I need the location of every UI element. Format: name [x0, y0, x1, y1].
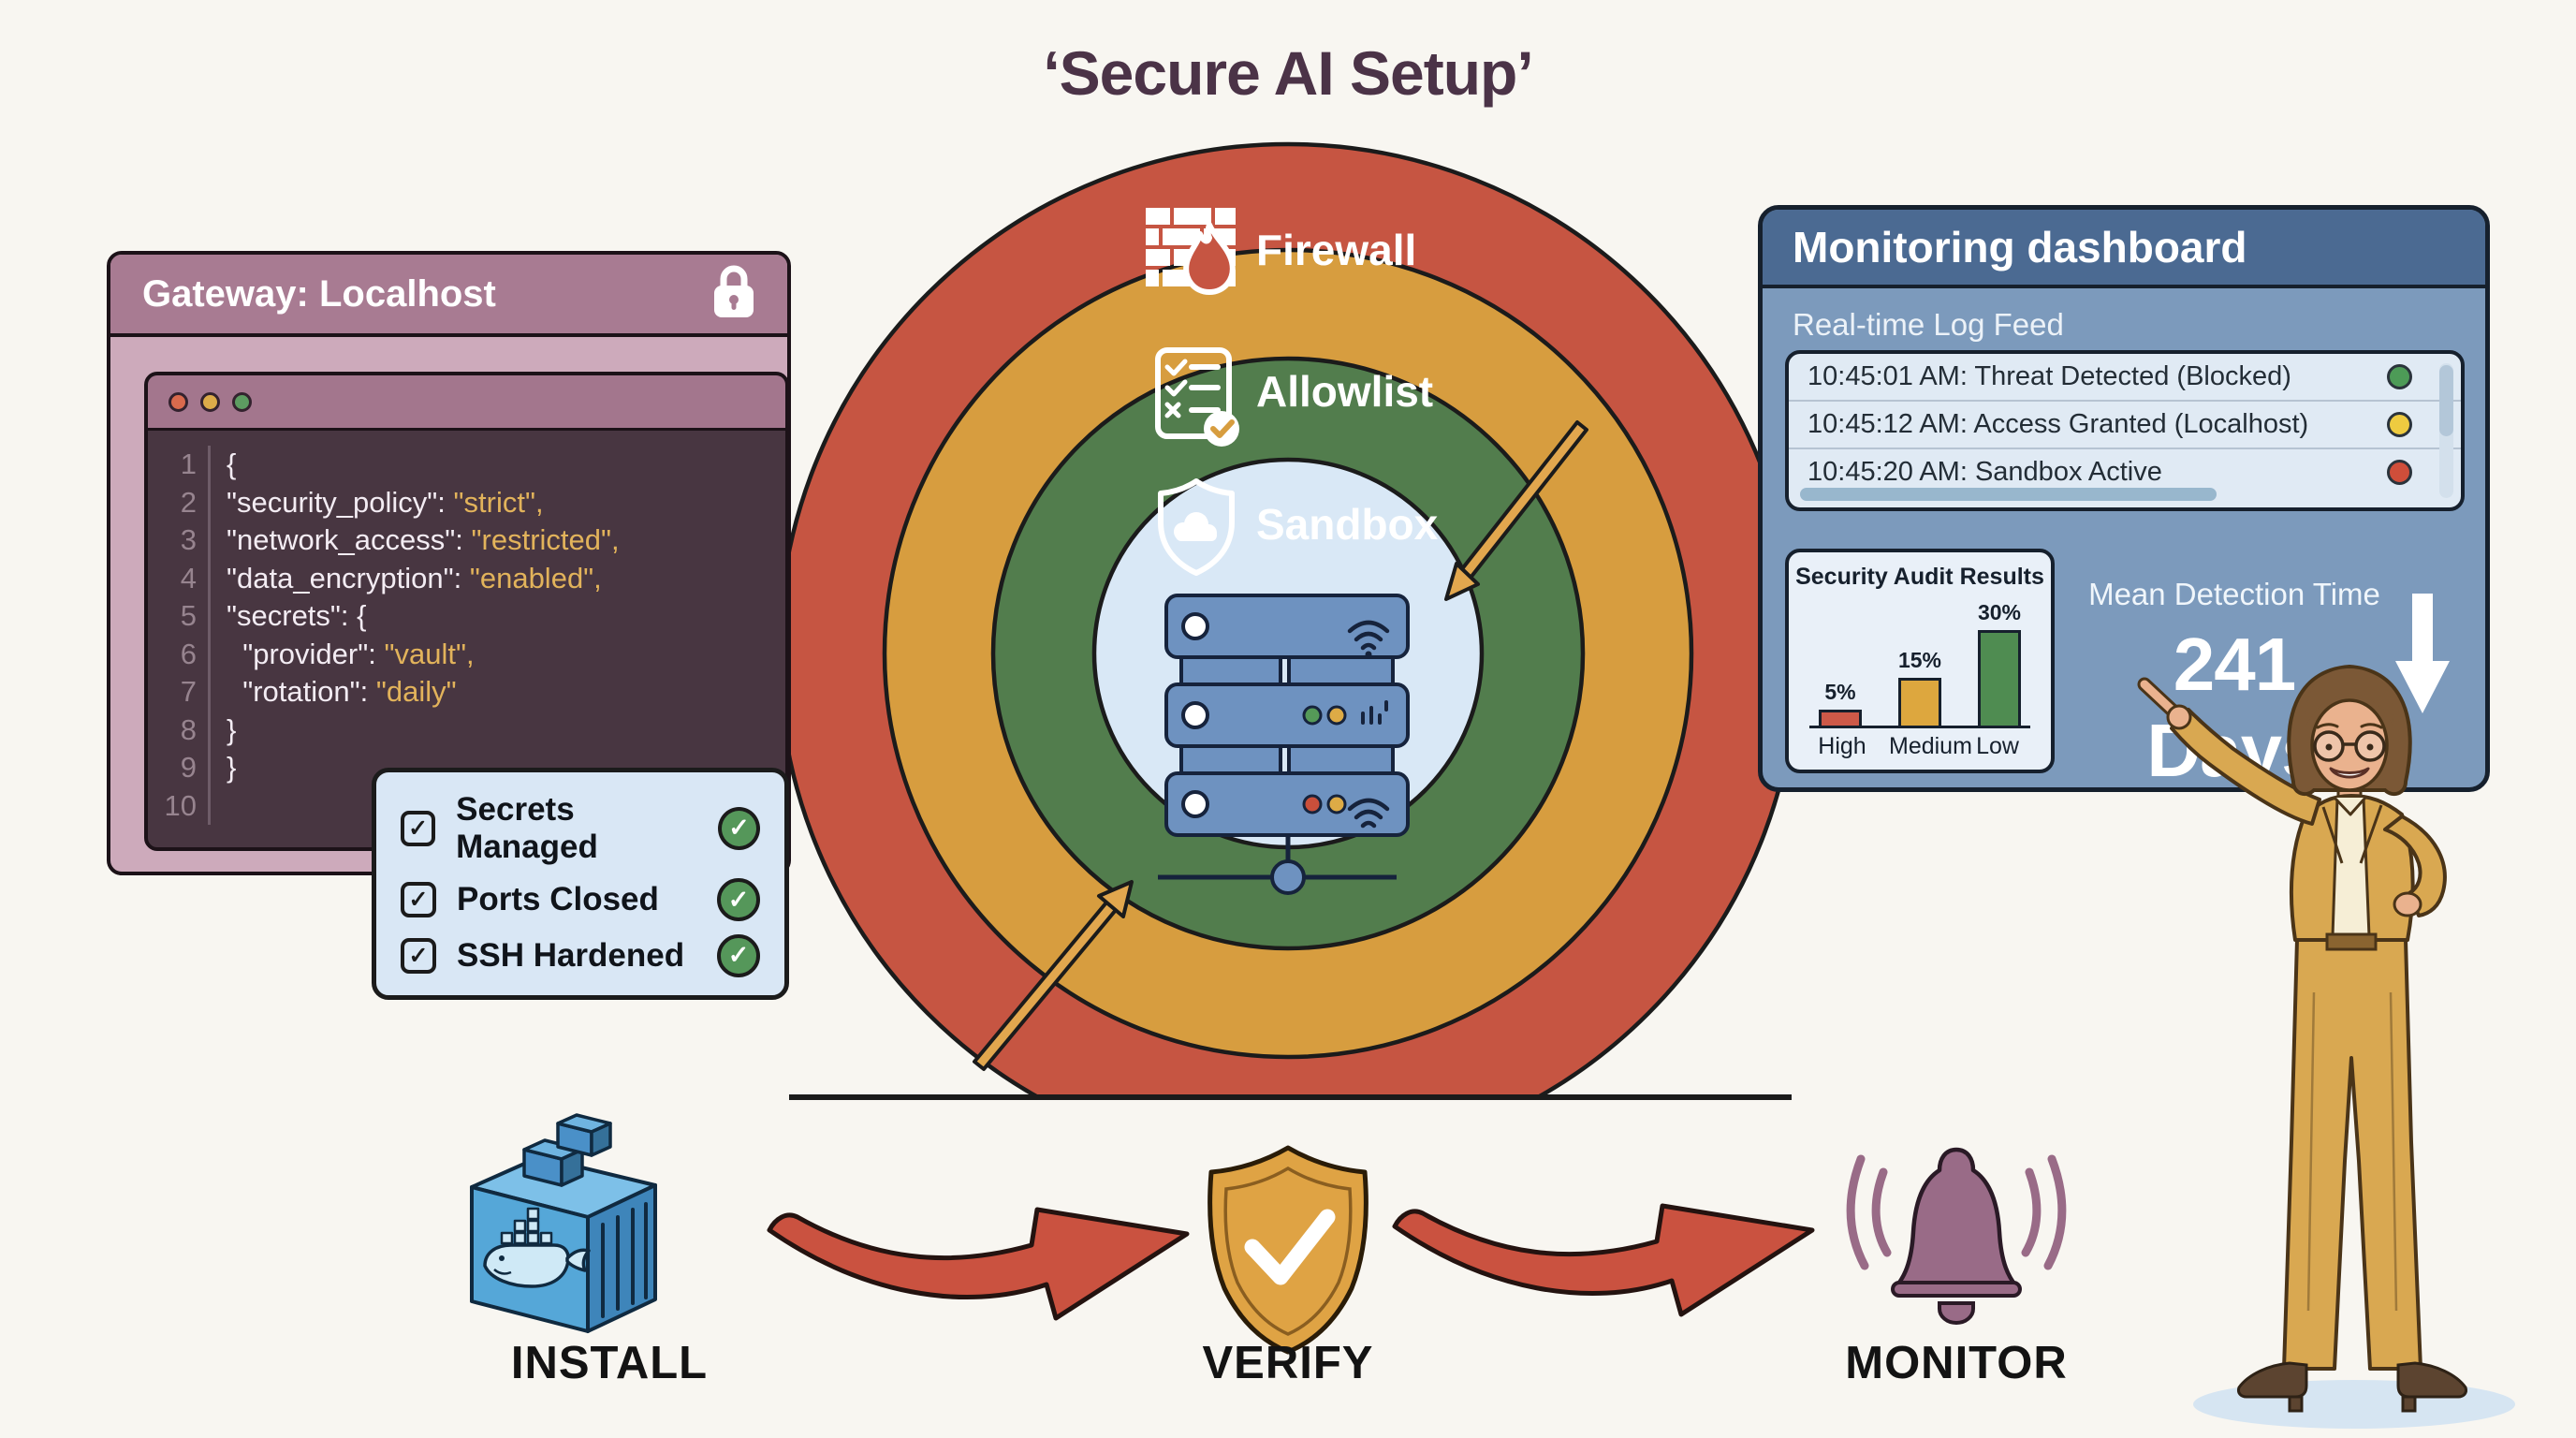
page-title: ‘Secure AI Setup’ — [1043, 38, 1533, 108]
vertical-scrollbar-thumb[interactable] — [2439, 365, 2453, 436]
audit-title: Security Audit Results — [1795, 564, 2044, 590]
code-line: 1{ — [148, 446, 785, 484]
log-text: 10:45:01 AM: Threat Detected (Blocked) — [1808, 361, 2291, 391]
log-row: 10:45:12 AM: Access Granted (Localhost) — [1789, 402, 2461, 449]
status-dot-yellow — [2387, 412, 2412, 437]
code-line: 8} — [148, 711, 785, 749]
ingress-arrow-lower — [973, 880, 1134, 1071]
bar-low: 30% — [1970, 600, 2028, 726]
sandbox-shield-icon — [1158, 478, 1235, 576]
checklist-item: ✓ Ports Closed ✓ — [401, 878, 760, 921]
axis-label-high: High — [1818, 733, 1866, 759]
bar-value-label: 30% — [1977, 600, 2022, 624]
bar-value-label: 15% — [1897, 648, 1942, 672]
wifi-icon — [1347, 620, 1390, 651]
firewall-label: Firewall — [1256, 226, 1416, 274]
mean-detection-value: 241 Days — [2146, 623, 2322, 792]
pipeline-arrow-1 — [767, 1207, 1190, 1321]
lock-icon — [712, 265, 755, 324]
stage-label-monitor: MONITOR — [1845, 1338, 2068, 1388]
code-titlebar — [148, 375, 785, 431]
log-row: 10:45:20 AM: Sandbox Active — [1789, 449, 2461, 495]
docker-whale-icon — [483, 1207, 591, 1288]
checklist-label: Ports Closed — [457, 881, 659, 917]
pass-badge-icon: ✓ — [718, 806, 760, 850]
log-row: 10:45:01 AM: Threat Detected (Blocked) — [1789, 354, 2461, 402]
checkbox-checked[interactable]: ✓ — [401, 882, 436, 917]
code-line: 3"network_access": "restricted", — [148, 521, 785, 560]
status-led-yellow-2 — [1326, 794, 1347, 814]
security-checklist-panel: ✓ Secrets Managed ✓ ✓ Ports Closed ✓ ✓ S… — [372, 768, 789, 1000]
code-line: 5"secrets": { — [148, 597, 785, 636]
code-line: 2"security_policy": "strict", — [148, 483, 785, 521]
code-line: 10 — [148, 786, 785, 825]
shield-check-icon — [1208, 1145, 1368, 1355]
dashboard-title: Monitoring dashboard — [1793, 223, 2247, 271]
checklist-label: SSH Hardened — [457, 936, 685, 974]
status-led-green — [1302, 705, 1323, 726]
minimize-button[interactable] — [200, 391, 220, 412]
code-line: 4"data_encryption": "enabled", — [148, 559, 785, 597]
audit-bar-chart: 5% 15% 30% — [1809, 600, 2030, 728]
code-line: 6 "provider": "vault", — [148, 635, 785, 673]
axis-label-low: Low — [1976, 733, 2019, 759]
pipeline-arrow-2 — [1395, 1206, 1812, 1314]
status-dot-red — [2387, 460, 2412, 485]
stage-label-install: INSTALL — [510, 1338, 709, 1388]
checklist-item: ✓ Secrets Managed ✓ — [401, 791, 760, 866]
gateway-title: Gateway: Localhost — [142, 272, 496, 315]
log-text: 10:45:20 AM: Sandbox Active — [1808, 457, 2162, 487]
maximize-button[interactable] — [232, 391, 252, 412]
status-led-yellow — [1326, 705, 1347, 726]
checkbox-checked[interactable]: ✓ — [401, 810, 436, 846]
log-feed-panel: 10:45:01 AM: Threat Detected (Blocked) 1… — [1785, 350, 2465, 511]
checklist-label: Secrets Managed — [456, 790, 598, 865]
allowlist-icon — [1155, 347, 1239, 447]
bar-value-label: 5% — [1824, 680, 1856, 704]
code-body: 1{ 2"security_policy": "strict", 3"netwo… — [148, 431, 785, 825]
checkbox-checked[interactable]: ✓ — [401, 937, 436, 974]
checklist-item: ✓ SSH Hardened ✓ — [401, 933, 760, 977]
down-arrow-icon — [2395, 594, 2450, 713]
status-led-red — [1302, 794, 1323, 814]
status-dot-green — [2387, 364, 2412, 389]
mean-detection-block: Mean Detection Time 241 Days — [2077, 577, 2392, 792]
firewall-icon — [1146, 208, 1236, 295]
wifi-icon-2 — [1347, 798, 1390, 829]
bar-medium: 15% — [1891, 648, 1949, 726]
log-text: 10:45:12 AM: Access Granted (Localhost) — [1808, 409, 2309, 439]
log-feed-title: Real-time Log Feed — [1793, 307, 2064, 342]
server-stack-icon — [1158, 594, 1410, 895]
dashboard-header: Monitoring dashboard — [1763, 210, 2485, 288]
security-audit-card: Security Audit Results 5% 15% 30% — [1785, 549, 2055, 773]
axis-label-medium: Medium — [1889, 733, 1972, 759]
allowlist-label: Allowlist — [1256, 367, 1433, 416]
pass-badge-icon: ✓ — [717, 878, 760, 921]
close-button[interactable] — [168, 391, 188, 412]
docker-container-icon — [470, 1113, 657, 1333]
stage-label-verify: VERIFY — [1202, 1338, 1374, 1388]
bar-high: 5% — [1811, 680, 1869, 726]
network-node — [1270, 859, 1306, 895]
ingress-arrow-upper — [1444, 420, 1588, 601]
horizontal-scrollbar-thumb[interactable] — [1800, 488, 2217, 501]
code-line: 9} — [148, 749, 785, 787]
pass-badge-icon: ✓ — [717, 933, 760, 977]
mean-detection-label: Mean Detection Time — [2088, 577, 2380, 611]
alarm-bell-icon — [1846, 1147, 2067, 1325]
signal-bars-icon — [1361, 700, 1388, 725]
monitoring-dashboard: Monitoring dashboard Real-time Log Feed … — [1758, 205, 2490, 792]
gateway-titlebar: Gateway: Localhost — [110, 255, 787, 337]
code-line: 7 "rotation": "daily" — [148, 673, 785, 712]
sandbox-label: Sandbox — [1256, 500, 1439, 549]
